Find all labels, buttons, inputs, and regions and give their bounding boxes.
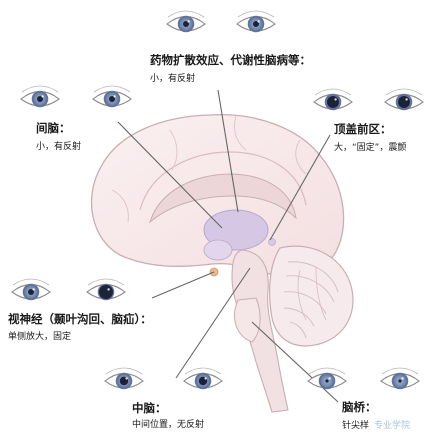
pupil-large xyxy=(398,96,410,108)
region-pretectal-desc: 大，“固定”，震颤 xyxy=(334,143,407,154)
pupil-small xyxy=(253,21,259,27)
region-midbrain-desc: 中间位置，无反射 xyxy=(132,420,205,431)
eyelid-crease xyxy=(12,278,50,286)
cerebellum xyxy=(269,245,354,347)
leader-optic-nerve xyxy=(151,271,215,299)
eye-highlight xyxy=(41,95,44,98)
region-drug: 药物扩散效应、代谢性脑病等： 小，有反射 xyxy=(150,53,311,85)
eyelid-crease xyxy=(167,10,205,18)
eyelid-crease xyxy=(184,367,222,375)
eyelid-crease xyxy=(87,278,125,286)
eye-pons-left xyxy=(307,367,347,390)
eyelid-crease xyxy=(308,367,346,375)
eye-highlight xyxy=(32,288,35,291)
eye-optic-nerve-right xyxy=(86,278,126,301)
pupil-small xyxy=(28,289,34,295)
eye-drug-right xyxy=(236,10,276,33)
leader-pons xyxy=(251,321,339,403)
leader-lines xyxy=(117,89,339,403)
eyelid-crease xyxy=(105,367,143,375)
eye-highlight xyxy=(204,377,207,380)
eye-highlight xyxy=(107,288,110,291)
leader-midbrain xyxy=(175,267,251,379)
corpus-callosum xyxy=(149,173,297,224)
pupil-small xyxy=(183,21,189,27)
eyelid-crease xyxy=(21,85,59,93)
eyelid-crease xyxy=(385,88,423,96)
sulcus-2 xyxy=(234,115,247,151)
region-pretectal: 顶盖前区： 大，“固定”，震颤 xyxy=(334,122,407,154)
pons-bulge xyxy=(234,297,261,343)
region-optic-nerve: 视神经（颞叶沟回、脑疝）： 单侧放大，固定 xyxy=(8,312,152,343)
eye-pretectal-left xyxy=(313,88,353,111)
eye-optic-nerve-left xyxy=(11,278,51,301)
eyelid-crease xyxy=(314,88,352,96)
eye-highlight xyxy=(334,98,337,101)
eye-midbrain-right xyxy=(183,367,223,390)
eye-pretectal-right xyxy=(384,88,424,111)
brain-illustration xyxy=(90,113,354,413)
region-drug-desc: 小，有反射 xyxy=(150,74,196,85)
eye-pons-right xyxy=(380,367,420,390)
region-pretectal-title: 顶盖前区： xyxy=(334,122,392,136)
eye-midbrain-left xyxy=(104,367,144,390)
leader-drug xyxy=(217,89,239,213)
region-optic-nerve-desc: 单侧放大，固定 xyxy=(8,332,72,343)
eye-highlight xyxy=(257,20,260,23)
eye-highlight xyxy=(125,377,128,380)
eye-highlight xyxy=(328,377,331,380)
sulcus-1 xyxy=(169,129,178,171)
pupil-pinpoint xyxy=(325,379,329,383)
eyelid-crease xyxy=(381,367,419,375)
pupil-small xyxy=(109,96,115,102)
leader-pretectal xyxy=(269,134,331,241)
cingulate-gyrus xyxy=(139,151,307,211)
eye-highlight xyxy=(187,20,190,23)
region-diencephalon-desc: 小，有反射 xyxy=(36,142,82,153)
region-drug-title: 药物扩散效应、代谢性脑病等： xyxy=(150,53,311,67)
region-diencephalon-title: 间脑： xyxy=(36,121,71,135)
eye-highlight xyxy=(113,95,116,98)
sulcus-3 xyxy=(295,139,307,175)
pupil-small xyxy=(37,96,43,102)
eyelid-crease xyxy=(237,10,275,18)
region-diencephalon: 间脑： 小，有反射 xyxy=(36,121,82,153)
pupil-large xyxy=(327,96,339,108)
leader-diencephalon xyxy=(117,121,223,229)
region-pons: 脑桥： 针尖样 专业学院 xyxy=(342,400,411,433)
region-optic-nerve-title: 视神经（颞叶沟回、脑疝）： xyxy=(8,312,152,326)
pupil-dilated xyxy=(99,285,113,299)
region-midbrain-title: 中脑： xyxy=(132,401,167,415)
watermark-text: 专业学院 xyxy=(374,421,411,432)
eye-highlight xyxy=(405,98,408,101)
pupil-pinpoint xyxy=(398,379,402,383)
region-pons-title: 脑桥： xyxy=(342,400,377,414)
hypothalamus xyxy=(203,239,233,261)
eyelid-crease xyxy=(93,85,131,93)
eye-diencephalon-right xyxy=(92,85,132,108)
brainstem xyxy=(231,249,289,413)
eye-diencephalon-left xyxy=(20,85,60,108)
region-midbrain: 中脑： 中间位置，无反射 xyxy=(132,401,205,431)
pineal xyxy=(268,238,276,246)
eye-highlight xyxy=(401,377,404,380)
region-pons-desc: 针尖样 xyxy=(342,421,370,432)
eye-pairs xyxy=(11,10,424,390)
eye-drug-left xyxy=(166,10,206,33)
sulcus-4 xyxy=(111,189,129,223)
